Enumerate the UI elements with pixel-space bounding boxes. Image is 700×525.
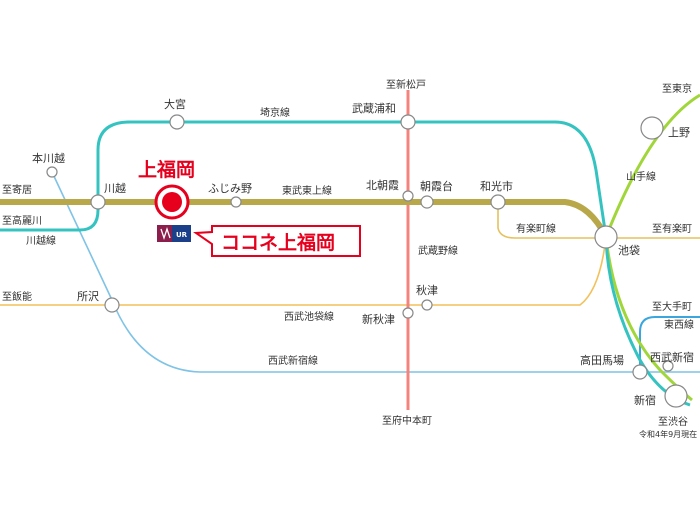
label-shinjuku: 新宿 bbox=[634, 393, 656, 407]
line-label-seibu-ikebukuro: 西武池袋線 bbox=[284, 310, 334, 323]
node-kawagoe[interactable] bbox=[90, 194, 106, 210]
line-label-yurakucho: 有楽町線 bbox=[516, 222, 556, 235]
line-label-musashino: 武蔵野線 bbox=[418, 244, 458, 257]
line-label-kawagoe: 川越線 bbox=[26, 234, 56, 247]
dir-hanno: 至飯能 bbox=[2, 290, 32, 303]
dir-komagawa: 至高麗川 bbox=[2, 214, 42, 227]
dir-otemachi: 至大手町 bbox=[652, 300, 692, 313]
dir-shibuya: 至渋谷 bbox=[658, 415, 688, 428]
dir-yorii: 至寄居 bbox=[2, 183, 32, 196]
label-ikebukuro: 池袋 bbox=[618, 243, 640, 257]
label-takadanobaba: 高田馬場 bbox=[580, 353, 624, 367]
node-fujimino[interactable] bbox=[230, 196, 242, 208]
label-tokorozawa: 所沢 bbox=[77, 289, 99, 303]
property-station-name: 上福岡 bbox=[138, 158, 195, 181]
dir-tokyo: 至東京 bbox=[662, 82, 692, 95]
node-tokorozawa[interactable] bbox=[104, 297, 120, 313]
node-hon-kawagoe[interactable] bbox=[46, 166, 58, 178]
node-asakadai[interactable] bbox=[420, 195, 434, 209]
node-ueno[interactable] bbox=[640, 116, 664, 140]
node-takadanobaba[interactable] bbox=[632, 364, 648, 380]
property-marker-inner bbox=[162, 192, 182, 212]
line-label-tobu-tojo: 東武東上線 bbox=[282, 184, 332, 197]
node-shin-akitsu[interactable] bbox=[402, 307, 414, 319]
yurakucho-line bbox=[497, 202, 700, 239]
label-kawagoe: 川越 bbox=[104, 181, 126, 195]
node-ikebukuro[interactable] bbox=[594, 225, 618, 249]
node-kitaasaka[interactable] bbox=[402, 190, 414, 202]
label-kitaasaka: 北朝霞 bbox=[366, 179, 399, 192]
callout-text: ココネ上福岡 bbox=[221, 231, 335, 254]
ur-logo-mark bbox=[160, 226, 171, 241]
line-label-seibu-shinjuku: 西武新宿線 bbox=[268, 354, 318, 367]
tozai-line bbox=[639, 316, 700, 372]
node-omiya[interactable] bbox=[169, 114, 185, 130]
label-shin-akitsu: 新秋津 bbox=[362, 312, 395, 326]
label-wakoshi: 和光市 bbox=[480, 179, 513, 193]
property-callout[interactable]: ココネ上福岡 bbox=[193, 225, 361, 257]
node-shinjuku[interactable] bbox=[664, 384, 688, 408]
property-marker[interactable] bbox=[154, 184, 190, 220]
label-akitsu: 秋津 bbox=[416, 283, 438, 297]
ur-logo-text: UR bbox=[176, 231, 188, 239]
dir-yurakucho: 至有楽町 bbox=[652, 222, 692, 235]
label-ueno: 上野 bbox=[668, 126, 690, 139]
line-label-tozai: 東西線 bbox=[664, 318, 694, 331]
line-label-yamanote: 山手線 bbox=[626, 170, 656, 183]
label-asakadai: 朝霞台 bbox=[420, 179, 453, 193]
ur-logo: UR bbox=[157, 225, 191, 242]
node-wakoshi[interactable] bbox=[490, 194, 506, 210]
node-musashi-urawa[interactable] bbox=[400, 114, 416, 130]
label-omiya: 大宮 bbox=[164, 97, 186, 111]
dir-fuchu-hommachi: 至府中本町 bbox=[382, 414, 432, 427]
line-label-saikyo: 埼京線 bbox=[260, 106, 290, 119]
label-hon-kawagoe: 本川越 bbox=[32, 151, 65, 165]
label-fujimino: ふじみ野 bbox=[208, 182, 252, 195]
node-seibu-shinjuku[interactable] bbox=[662, 360, 674, 372]
node-akitsu[interactable] bbox=[421, 299, 433, 311]
label-seibu-shinjuku: 西武新宿 bbox=[650, 350, 694, 364]
dir-shin-matsudo: 至新松戸 bbox=[386, 78, 426, 91]
date-note: 令和4年9月現在 bbox=[639, 429, 697, 439]
station-nodes bbox=[46, 114, 688, 408]
label-musashi-urawa: 武蔵浦和 bbox=[352, 102, 396, 115]
saikyo-line bbox=[0, 120, 691, 407]
callout-box bbox=[193, 225, 361, 257]
